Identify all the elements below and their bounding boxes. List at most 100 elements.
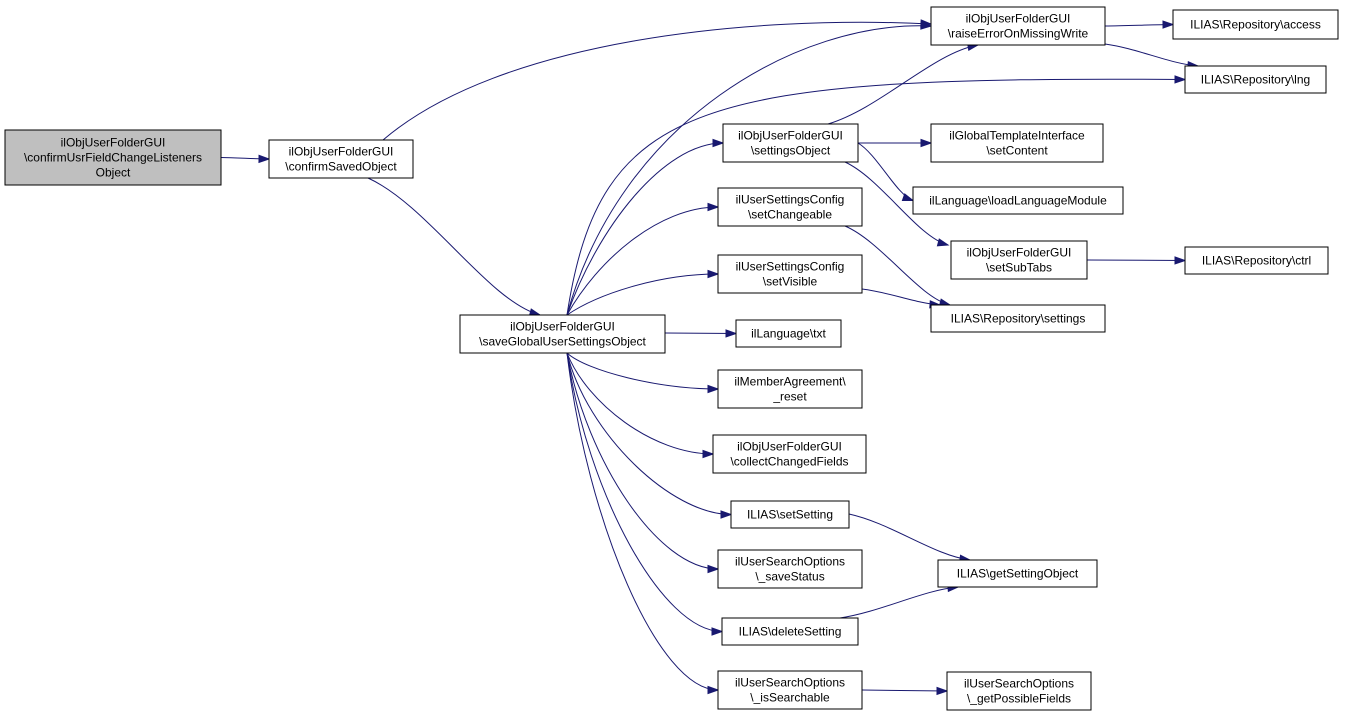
node-box	[912, 186, 1124, 215]
edge-setVisible-to-repoSettings	[861, 288, 942, 309]
edge-arrowhead	[702, 449, 715, 459]
edge-arrowhead	[1162, 20, 1175, 29]
node-confirmSaved[interactable]: ilObjUserFolderGUI\confirmSavedObject	[268, 139, 414, 179]
node-label-line: \saveGlobalUserSettingsObject	[479, 335, 646, 349]
node-label-line: ilObjUserFolderGUI	[510, 320, 615, 334]
node-saveGlobal[interactable]: ilObjUserFolderGUI\saveGlobalUserSetting…	[459, 314, 666, 354]
edge-line	[1086, 259, 1186, 261]
node-box	[930, 304, 1106, 333]
node-reset[interactable]: ilMemberAgreement\_reset	[717, 369, 863, 409]
edge-arrowhead	[258, 154, 271, 164]
node-label-line: \raiseErrorOnMissingWrite	[948, 27, 1089, 41]
edge-arrowhead	[920, 21, 933, 30]
node-box	[717, 369, 863, 409]
node-setSubTabs[interactable]: ilObjUserFolderGUI\setSubTabs	[950, 240, 1088, 280]
node-loadLang[interactable]: ilLanguage\loadLanguageModule	[912, 186, 1124, 215]
node-label-line: ilLanguage\loadLanguageModule	[929, 194, 1107, 208]
node-box	[4, 129, 222, 186]
node-label-line: \collectChangedFields	[730, 455, 848, 469]
nodes-layer: ilObjUserFolderGUI \confirmUsrFieldChange…	[4, 6, 1339, 711]
node-lng[interactable]: ILIAS\Repository\lng	[1184, 65, 1327, 94]
node-saveStatus[interactable]: ilUserSearchOptions\_saveStatus	[717, 549, 863, 589]
edge-arrowhead	[1174, 75, 1187, 84]
edge-line	[566, 352, 719, 390]
node-label-line: \settingsObject	[751, 144, 831, 158]
edge-line	[839, 586, 959, 619]
node-label-line: ilUserSearchOptions	[735, 676, 845, 690]
edge-line	[566, 352, 723, 632]
node-getSettingObj[interactable]: ILIAS\getSettingObject	[937, 559, 1098, 588]
node-deleteSetting[interactable]: ILIAS\deleteSetting	[721, 617, 859, 646]
node-box	[268, 139, 414, 179]
node-label-line: \_getPossibleFields	[967, 692, 1071, 706]
edge-arrowhead	[1174, 256, 1187, 265]
node-label-line: ILIAS\deleteSetting	[739, 625, 842, 639]
edge-line	[664, 332, 737, 334]
edge-line	[857, 142, 914, 201]
edge-line	[566, 142, 724, 316]
edge-arrowhead	[936, 238, 950, 247]
node-setSetting[interactable]: ILIAS\setSetting	[730, 500, 850, 529]
node-box	[950, 240, 1088, 280]
node-label-line: ilObjUserFolderGUI	[289, 145, 394, 159]
edge-saveGlobal-to-raiseError	[566, 21, 933, 316]
node-raiseError[interactable]: ilObjUserFolderGUI\raiseErrorOnMissingWr…	[930, 6, 1106, 46]
node-repoSettings[interactable]: ILIAS\Repository\settings	[930, 304, 1106, 333]
node-label-line: \setContent	[986, 144, 1048, 158]
node-collect[interactable]: ilObjUserFolderGUI\collectChangedFields	[712, 434, 867, 474]
edges-layer	[220, 19, 1200, 696]
node-access[interactable]: ILIAS\Repository\access	[1172, 9, 1339, 40]
edge-settingsObject-to-setContent	[857, 138, 933, 148]
node-box	[937, 559, 1098, 588]
node-label-line: \confirmUsrFieldChangeListeners	[24, 151, 202, 165]
edge-arrowhead	[707, 202, 720, 212]
edge-arrowhead	[901, 193, 915, 202]
edge-deleteSetting-to-getSettingObj	[839, 583, 960, 619]
node-box	[1184, 246, 1329, 275]
node-label-line: ilUserSettingsConfig	[736, 260, 845, 274]
edge-saveGlobal-to-setVisible	[566, 269, 720, 316]
node-root[interactable]: ilObjUserFolderGUI\confirmUsrFieldChange…	[4, 129, 222, 186]
edge-line	[1104, 43, 1199, 67]
edge-line	[566, 25, 932, 316]
edge-root-to-confirmSaved	[220, 154, 271, 164]
edge-arrowhead	[707, 384, 720, 394]
node-label-line: ilObjUserFolderGUI	[966, 12, 1071, 26]
node-setChangeable[interactable]: ilUserSettingsConfig\setChangeable	[717, 187, 863, 227]
edge-saveGlobal-to-setSetting	[566, 352, 733, 519]
node-txt[interactable]: ilLanguage\txt	[735, 319, 842, 348]
node-label-line: ILIAS\Repository\settings	[951, 312, 1086, 326]
node-label-line: \confirmSavedObject	[285, 160, 397, 174]
node-box	[459, 314, 666, 354]
edge-line	[861, 288, 941, 306]
edge-settingsObject-to-setSubTabs	[844, 161, 950, 247]
node-setVisible[interactable]: ilUserSettingsConfig\setVisible	[717, 254, 863, 294]
edge-line	[566, 273, 719, 316]
edge-saveGlobal-to-settingsObject	[566, 138, 725, 316]
edge-arrowhead	[720, 510, 733, 519]
node-ctrl[interactable]: ILIAS\Repository\ctrl	[1184, 246, 1329, 275]
edge-line	[566, 352, 719, 691]
node-label-line: ilObjUserFolderGUI	[738, 129, 843, 143]
edge-confirmSaved-to-raiseError	[382, 19, 933, 141]
edge-line	[844, 161, 949, 246]
node-label-line: ilGlobalTemplateInterface	[949, 129, 1085, 143]
node-box	[946, 671, 1092, 711]
edge-line	[861, 689, 948, 692]
node-box	[735, 319, 842, 348]
edge-setSetting-to-getSettingObj	[848, 513, 972, 563]
node-label-line: ilUserSearchOptions	[735, 555, 845, 569]
edge-saveGlobal-to-deleteSetting	[566, 352, 724, 636]
edge-saveGlobal-to-isSearchable	[566, 352, 720, 695]
edge-arrowhead	[920, 138, 933, 148]
edge-saveGlobal-to-collect	[566, 352, 715, 459]
edge-line	[844, 225, 951, 306]
node-isSearchable[interactable]: ilUserSearchOptions\_isSearchable	[717, 670, 863, 710]
node-label-line: ilMemberAgreement\	[734, 375, 846, 389]
edge-line	[367, 177, 541, 316]
node-label-line: \setVisible	[763, 275, 818, 289]
node-settingsObject[interactable]: ilObjUserFolderGUI\settingsObject	[722, 123, 859, 163]
edge-arrowhead	[712, 138, 725, 148]
node-getPossible[interactable]: ilUserSearchOptions\_getPossibleFields	[946, 671, 1092, 711]
node-setContent[interactable]: ilGlobalTemplateInterface\setContent	[930, 123, 1104, 163]
